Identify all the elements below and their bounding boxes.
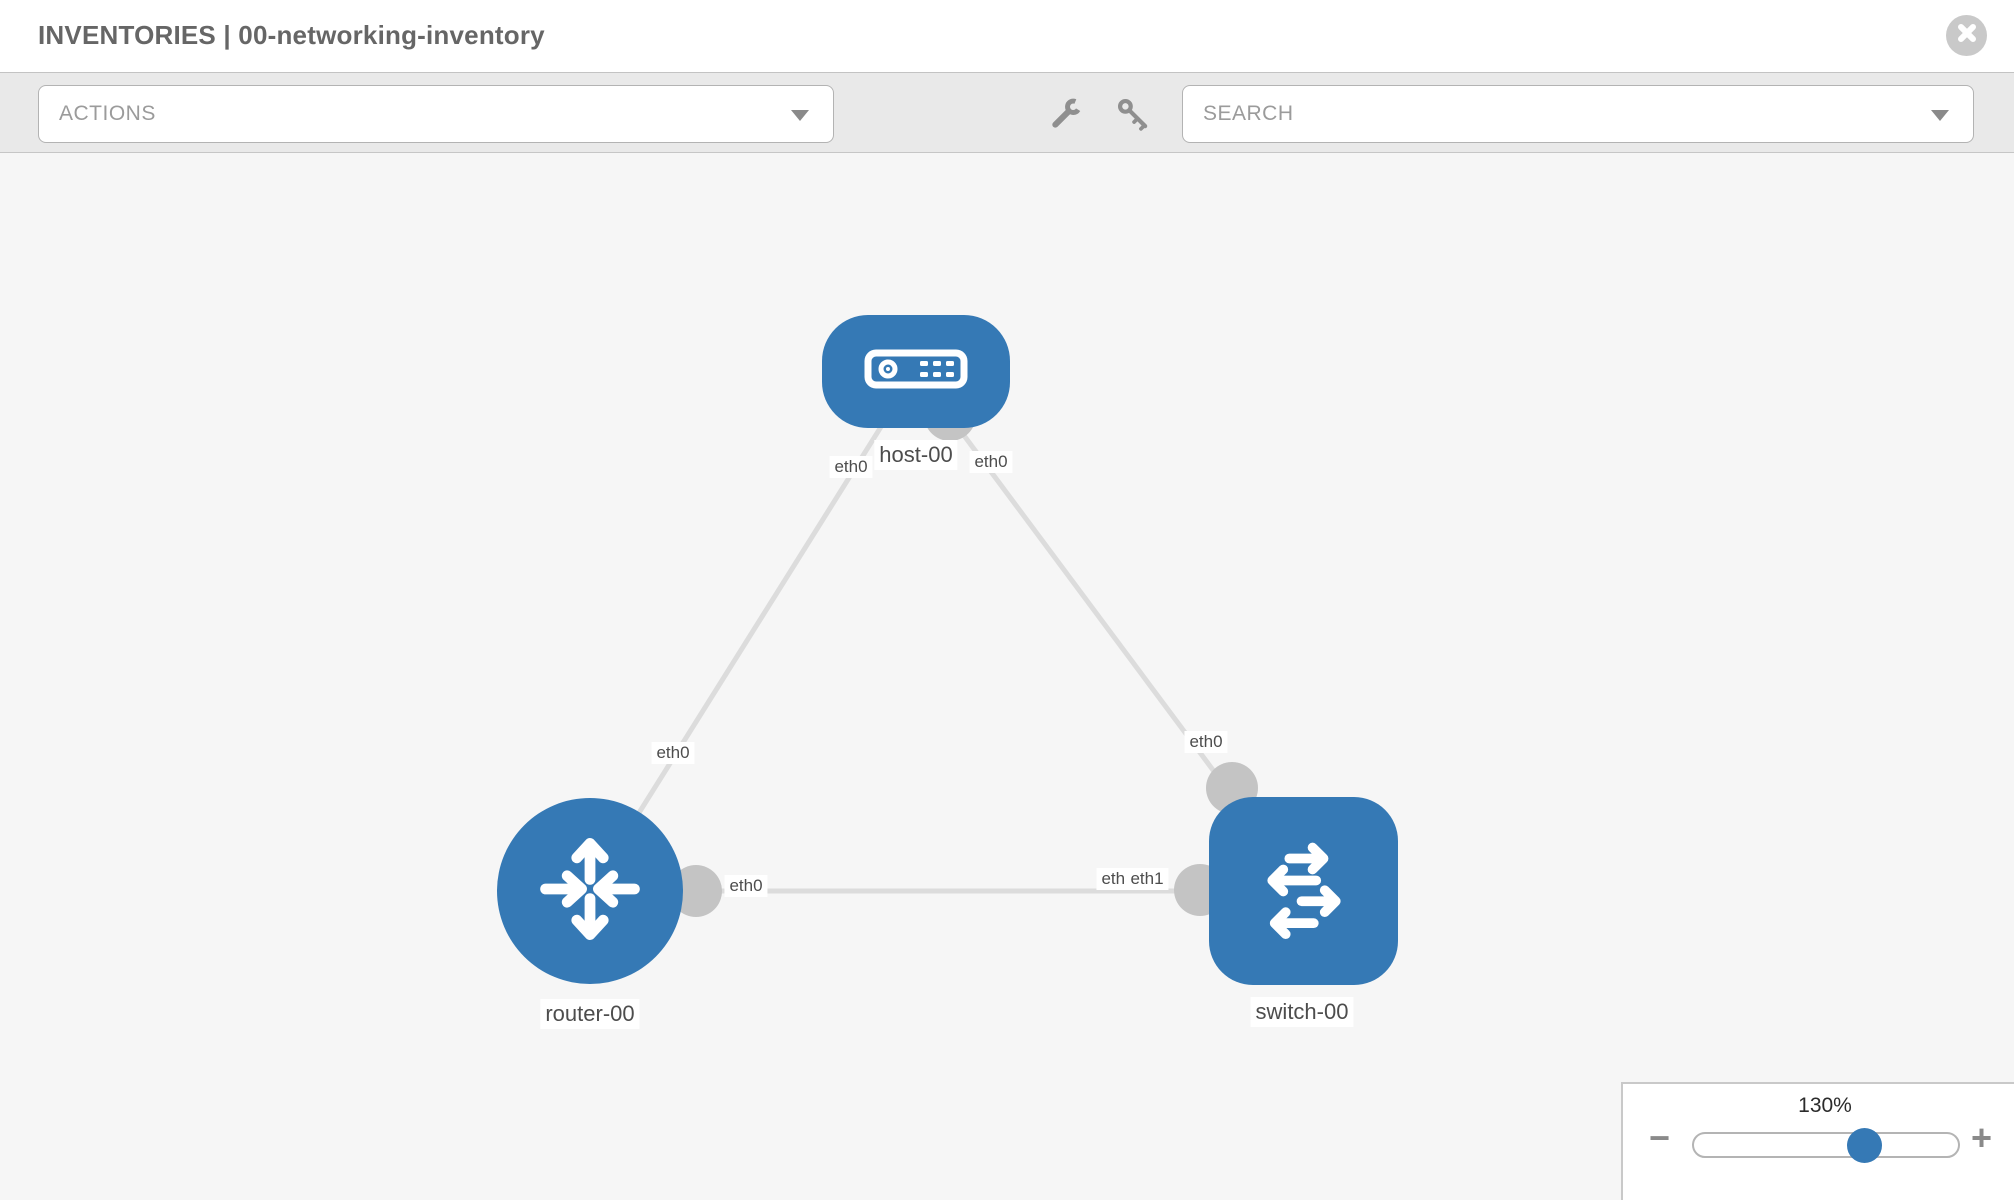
search-dropdown-label: SEARCH xyxy=(1203,102,1294,125)
wrench-icon xyxy=(1047,98,1085,137)
interface-label: eth0 xyxy=(651,742,695,764)
actions-dropdown-label: ACTIONS xyxy=(59,102,156,125)
chevron-down-icon xyxy=(1931,110,1949,121)
zoom-slider-track[interactable] xyxy=(1692,1132,1960,1158)
topology-canvas[interactable]: host-00 router-00 switch-00 eth0 eth0 et… xyxy=(0,153,2014,1200)
search-dropdown[interactable]: SEARCH xyxy=(1182,85,1974,143)
switch-label: switch-00 xyxy=(1250,997,1354,1027)
chevron-down-icon xyxy=(791,110,809,121)
zoom-level: 130% xyxy=(1798,1094,1852,1117)
zoom-panel: 130% − + xyxy=(1621,1082,2014,1200)
interface-label: eth1 xyxy=(1125,868,1169,890)
zoom-slider-thumb[interactable] xyxy=(1847,1128,1882,1163)
wrench-button[interactable] xyxy=(1047,95,1085,133)
zoom-in-button[interactable]: + xyxy=(1971,1117,1993,1158)
router-icon xyxy=(530,829,650,954)
toolbar: ACTIONS SEARCH xyxy=(0,72,2014,153)
router-label: router-00 xyxy=(540,999,640,1029)
links-layer xyxy=(587,369,1306,917)
node-router-00[interactable] xyxy=(497,798,683,984)
node-host-00[interactable] xyxy=(822,315,1010,428)
connector-dot xyxy=(670,865,722,917)
node-switch-00[interactable] xyxy=(1209,797,1398,985)
host-label: host-00 xyxy=(874,440,958,470)
header: INVENTORIES | 00-networking-inventory xyxy=(0,0,2014,72)
interface-label: eth0 xyxy=(1184,731,1228,753)
actions-dropdown[interactable]: ACTIONS xyxy=(38,85,834,143)
interface-label: eth0 xyxy=(969,451,1013,473)
interface-label: eth0 xyxy=(829,456,873,478)
close-button[interactable] xyxy=(1946,15,1987,56)
close-icon xyxy=(1957,23,1977,48)
switch-icon xyxy=(1243,828,1365,955)
interface-label: eth0 xyxy=(724,875,768,897)
key-button[interactable] xyxy=(1114,95,1152,133)
host-icon xyxy=(864,349,968,394)
zoom-out-button[interactable]: − xyxy=(1649,1117,1671,1158)
key-icon xyxy=(1114,98,1152,137)
page-title: INVENTORIES | 00-networking-inventory xyxy=(38,20,545,50)
